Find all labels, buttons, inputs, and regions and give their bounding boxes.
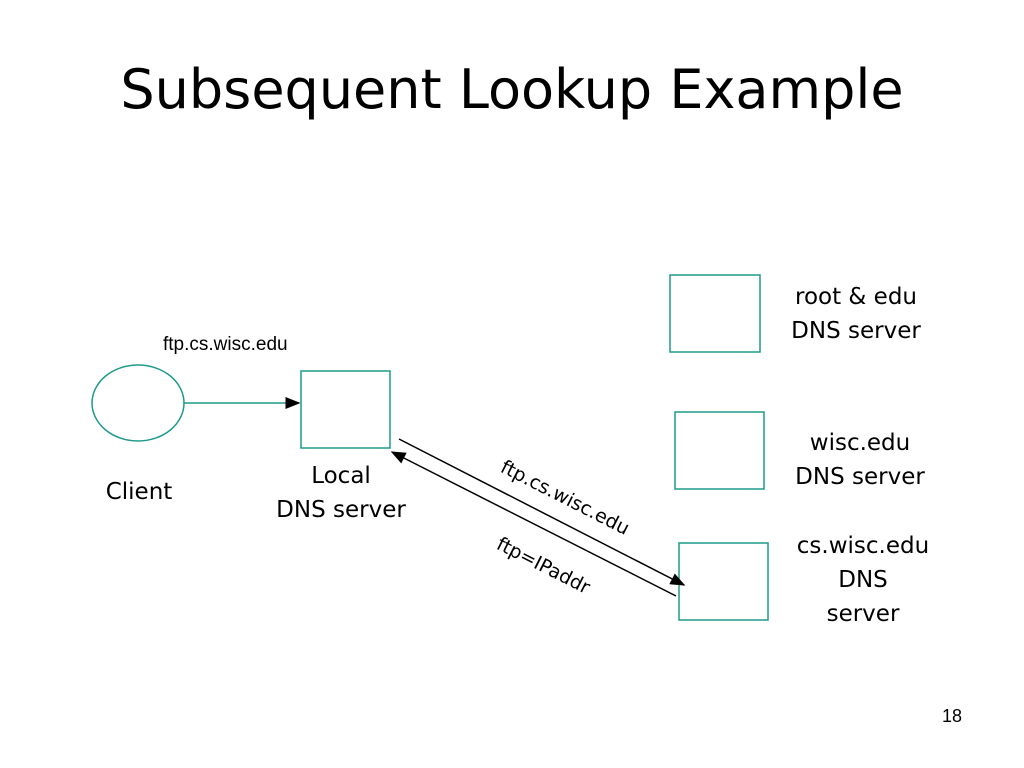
local-dns-label-line1: Local — [311, 463, 371, 489]
wisc-dns-label-line1: wisc.edu — [809, 430, 911, 456]
wisc-dns-node — [674, 411, 765, 490]
query-label: ftp.cs.wisc.edu — [163, 334, 288, 355]
cs-dns-label: cs.wisc.edu DNS server — [779, 529, 947, 631]
root-dns-label-line2: DNS server — [791, 318, 921, 344]
local-dns-node — [300, 370, 391, 449]
root-dns-label: root & edu DNS server — [770, 280, 942, 348]
wisc-dns-label: wisc.edu DNS server — [774, 426, 946, 494]
cs-dns-label-line1: cs.wisc.edu — [796, 533, 930, 559]
wisc-dns-label-line2: DNS server — [795, 464, 925, 490]
root-dns-label-line1: root & edu — [795, 284, 917, 310]
cs-dns-label-line3: server — [826, 601, 900, 627]
client-label: Client — [105, 479, 173, 505]
reply-arrow — [390, 451, 677, 597]
local-dns-label: Local DNS server — [256, 459, 426, 527]
cs-dns-label-line2: DNS — [838, 567, 888, 593]
cs-dns-node — [678, 542, 769, 621]
root-dns-node — [669, 274, 761, 353]
slide-title: Subsequent Lookup Example — [120, 58, 904, 121]
page-number: 18 — [941, 706, 962, 726]
query-arrow — [398, 438, 686, 586]
client-node — [91, 364, 185, 442]
local-dns-label-line2: DNS server — [276, 497, 406, 523]
